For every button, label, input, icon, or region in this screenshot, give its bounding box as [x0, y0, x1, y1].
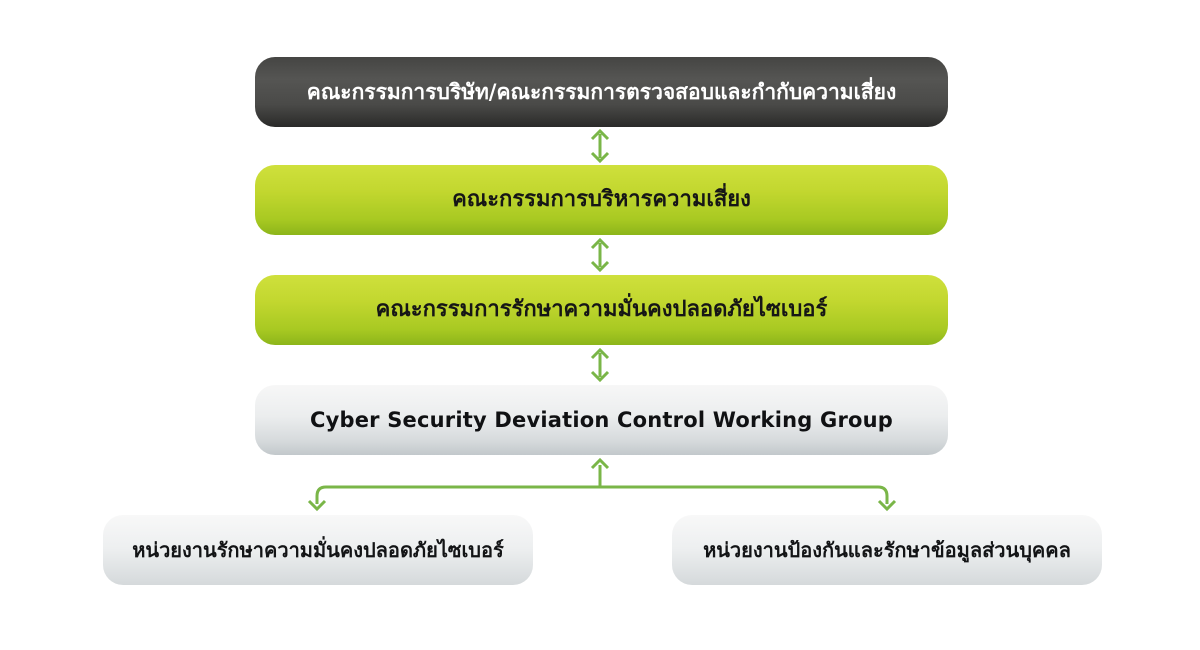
node-cyber-security-unit: หน่วยงานรักษาความมั่นคงปลอดภัยไซเบอร์ — [103, 515, 540, 585]
node-working-group: Cyber Security Deviation Control Working… — [255, 385, 955, 455]
arrowhead-up-icon — [590, 457, 610, 470]
node-working-group-label: Cyber Security Deviation Control Working… — [309, 407, 894, 432]
node-cyber-committee: คณะกรรมการรักษาความมั่นคงปลอดภัยไซเบอร์ — [255, 275, 955, 345]
fold-corner-decoration — [929, 166, 955, 204]
arrowhead-down-icon — [590, 151, 610, 164]
node-board-committee: คณะกรรมการบริษัท/คณะกรรมการตรวจสอบและกำก… — [255, 57, 955, 127]
arrowhead-down-icon — [877, 499, 897, 512]
node-cyber-committee-label: คณะกรรมการรักษาความมั่นคงปลอดภัยไซเบอร์ — [375, 297, 828, 323]
double-arrow-board-risk — [590, 128, 610, 164]
node-data-protection-unit: หน่วยงานป้องกันและรักษาข้อมูลส่วนบุคคล — [672, 515, 1109, 585]
node-data-protection-unit-label: หน่วยงานป้องกันและรักษาข้อมูลส่วนบุคคล — [703, 537, 1071, 562]
node-cyber-security-unit-label: หน่วยงานรักษาความมั่นคงปลอดภัยไซเบอร์ — [132, 537, 504, 562]
fold-corner-decoration — [1083, 516, 1109, 554]
fold-corner-decoration — [929, 386, 955, 424]
arrowhead-down-icon — [307, 499, 327, 512]
arrowhead-down-icon — [590, 370, 610, 383]
arrowhead-up-icon — [590, 347, 610, 360]
arrowhead-down-icon — [590, 260, 610, 273]
node-board-committee-label: คณะกรรมการบริษัท/คณะกรรมการตรวจสอบและกำก… — [306, 79, 897, 104]
fold-corner-decoration — [929, 58, 955, 96]
double-arrow-cyber-working — [590, 347, 610, 383]
fold-corner-decoration — [929, 276, 955, 314]
arrowhead-up-icon — [590, 128, 610, 141]
arrowhead-up-icon — [590, 237, 610, 250]
double-arrow-risk-cyber — [590, 237, 610, 273]
node-risk-committee-label: คณะกรรมการบริหารความเสี่ยง — [452, 187, 751, 213]
fold-corner-decoration — [514, 516, 540, 554]
branch-connector-working-units — [307, 457, 897, 512]
node-risk-committee: คณะกรรมการบริหารความเสี่ยง — [255, 165, 955, 235]
